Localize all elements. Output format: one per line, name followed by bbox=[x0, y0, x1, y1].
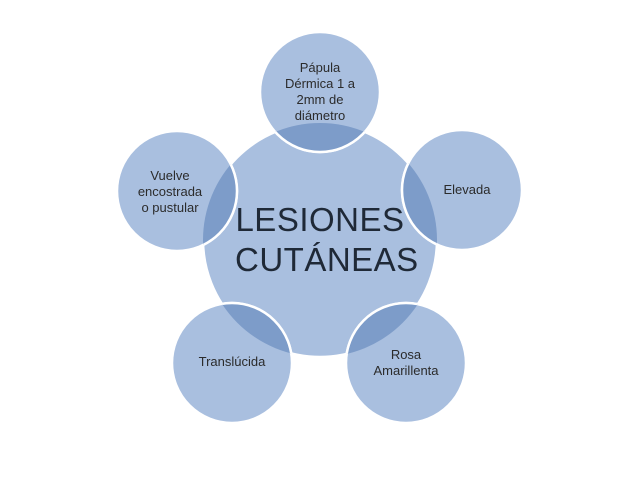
node-bottom-right-line-1: Rosa bbox=[390, 347, 422, 362]
node-label-right: Elevada bbox=[422, 175, 512, 205]
node-bottom-left-line-1: Translúcida bbox=[198, 354, 266, 369]
node-label-bottom-right: Rosa Amarillenta bbox=[356, 340, 456, 386]
center-label-text: LESIONES CUTÁNEAS bbox=[235, 201, 419, 278]
node-top-line-2: Dérmica 1 a bbox=[284, 76, 356, 91]
overlap-bottom-left bbox=[203, 301, 294, 357]
node-left-line-2: encostrada bbox=[137, 184, 203, 199]
node-bottom-right-line-2: Amarillenta bbox=[373, 363, 439, 378]
node-label-bottom-left: Translúcida bbox=[182, 348, 282, 376]
center-label: LESIONES CUTÁNEAS bbox=[230, 195, 419, 285]
overlap-top bbox=[258, 123, 382, 154]
node-top-line-3: 2mm de bbox=[296, 92, 344, 107]
node-left-line-1: Vuelve bbox=[150, 168, 190, 183]
node-left-line-3: o pustular bbox=[141, 200, 199, 215]
node-label-left: Vuelve encostrada o pustular bbox=[120, 163, 220, 221]
node-label-top: Pápula Dérmica 1 a 2mm de diámetro bbox=[270, 47, 370, 137]
node-top-line-1: Pápula bbox=[299, 60, 341, 75]
node-top-line-4: diámetro bbox=[294, 108, 346, 123]
node-right-line-1: Elevada bbox=[443, 182, 491, 197]
